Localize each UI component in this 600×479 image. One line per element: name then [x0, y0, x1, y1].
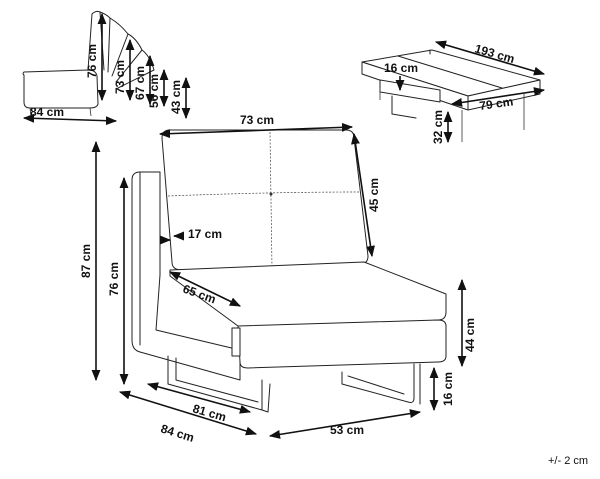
- backrest-width-label: 73 cm: [240, 113, 274, 127]
- side-height-label-3: 67 cm: [133, 66, 147, 100]
- armrest-thickness-label: 17 cm: [188, 227, 222, 241]
- side-height-label-1: 76 cm: [85, 44, 99, 78]
- backrest-width-arrow: [158, 122, 354, 139]
- side-profile-view: 84 cm 76 cm 73 cm 67 cm 56 cm 43 cm: [22, 10, 191, 126]
- chair-backrest-cushion: [161, 129, 369, 271]
- bed-width-arrow: [450, 87, 546, 107]
- chair-armrest: [131, 171, 241, 381]
- total-height-label: 87 cm: [79, 244, 93, 278]
- side-depth-label: 84 cm: [30, 105, 64, 119]
- backrest-button: [269, 192, 273, 196]
- frame-left-leg: [261, 383, 271, 413]
- side-profile-body: [22, 69, 99, 109]
- seat-depth-arrow: [168, 271, 242, 307]
- chair-seat-front: [237, 319, 447, 369]
- frame-right-runner: [341, 363, 415, 403]
- bed-seat-height-label: 32 cm: [431, 110, 445, 144]
- bed-thickness-label: 16 cm: [384, 61, 418, 75]
- bed-frame-leg: [391, 95, 417, 119]
- side-depth-arrow: [22, 113, 118, 126]
- total-depth-arrow: [118, 390, 258, 436]
- side-height-label-5: 43 cm: [169, 80, 183, 114]
- seat-height-label: 44 cm: [463, 318, 477, 352]
- bed-length-label: 193 cm: [473, 41, 516, 66]
- main-chair-view: 73 cm 45 cm 17 cm 87 cm 76 cm 65 cm 44 c…: [79, 113, 477, 445]
- arm-height-label: 76 cm: [107, 262, 121, 296]
- backrest-height-label: 45 cm: [367, 178, 381, 212]
- backrest-seam-vertical: [269, 131, 273, 269]
- bed-view: 193 cm 16 cm 79 cm 32 cm: [361, 40, 546, 144]
- frame-right-runner-inner: [347, 375, 405, 395]
- bed-width-label: 79 cm: [478, 94, 514, 113]
- seat-width-label: 53 cm: [330, 423, 364, 437]
- total-depth-label: 84 cm: [159, 421, 196, 444]
- side-profile-leg-back: [89, 107, 92, 117]
- backrest-seam-horizontal: [167, 191, 361, 197]
- chair-side-handle: [231, 327, 241, 357]
- backrest-height-arrow: [351, 132, 375, 258]
- bed-length-arrow: [434, 40, 546, 76]
- side-height-label-4: 56 cm: [147, 74, 161, 108]
- leg-height-label: 16 cm: [441, 372, 455, 406]
- seat-width-arrow: [268, 409, 422, 439]
- side-height-label-2: 73 cm: [113, 60, 127, 94]
- tolerance-note: +/- 2 cm: [548, 455, 588, 467]
